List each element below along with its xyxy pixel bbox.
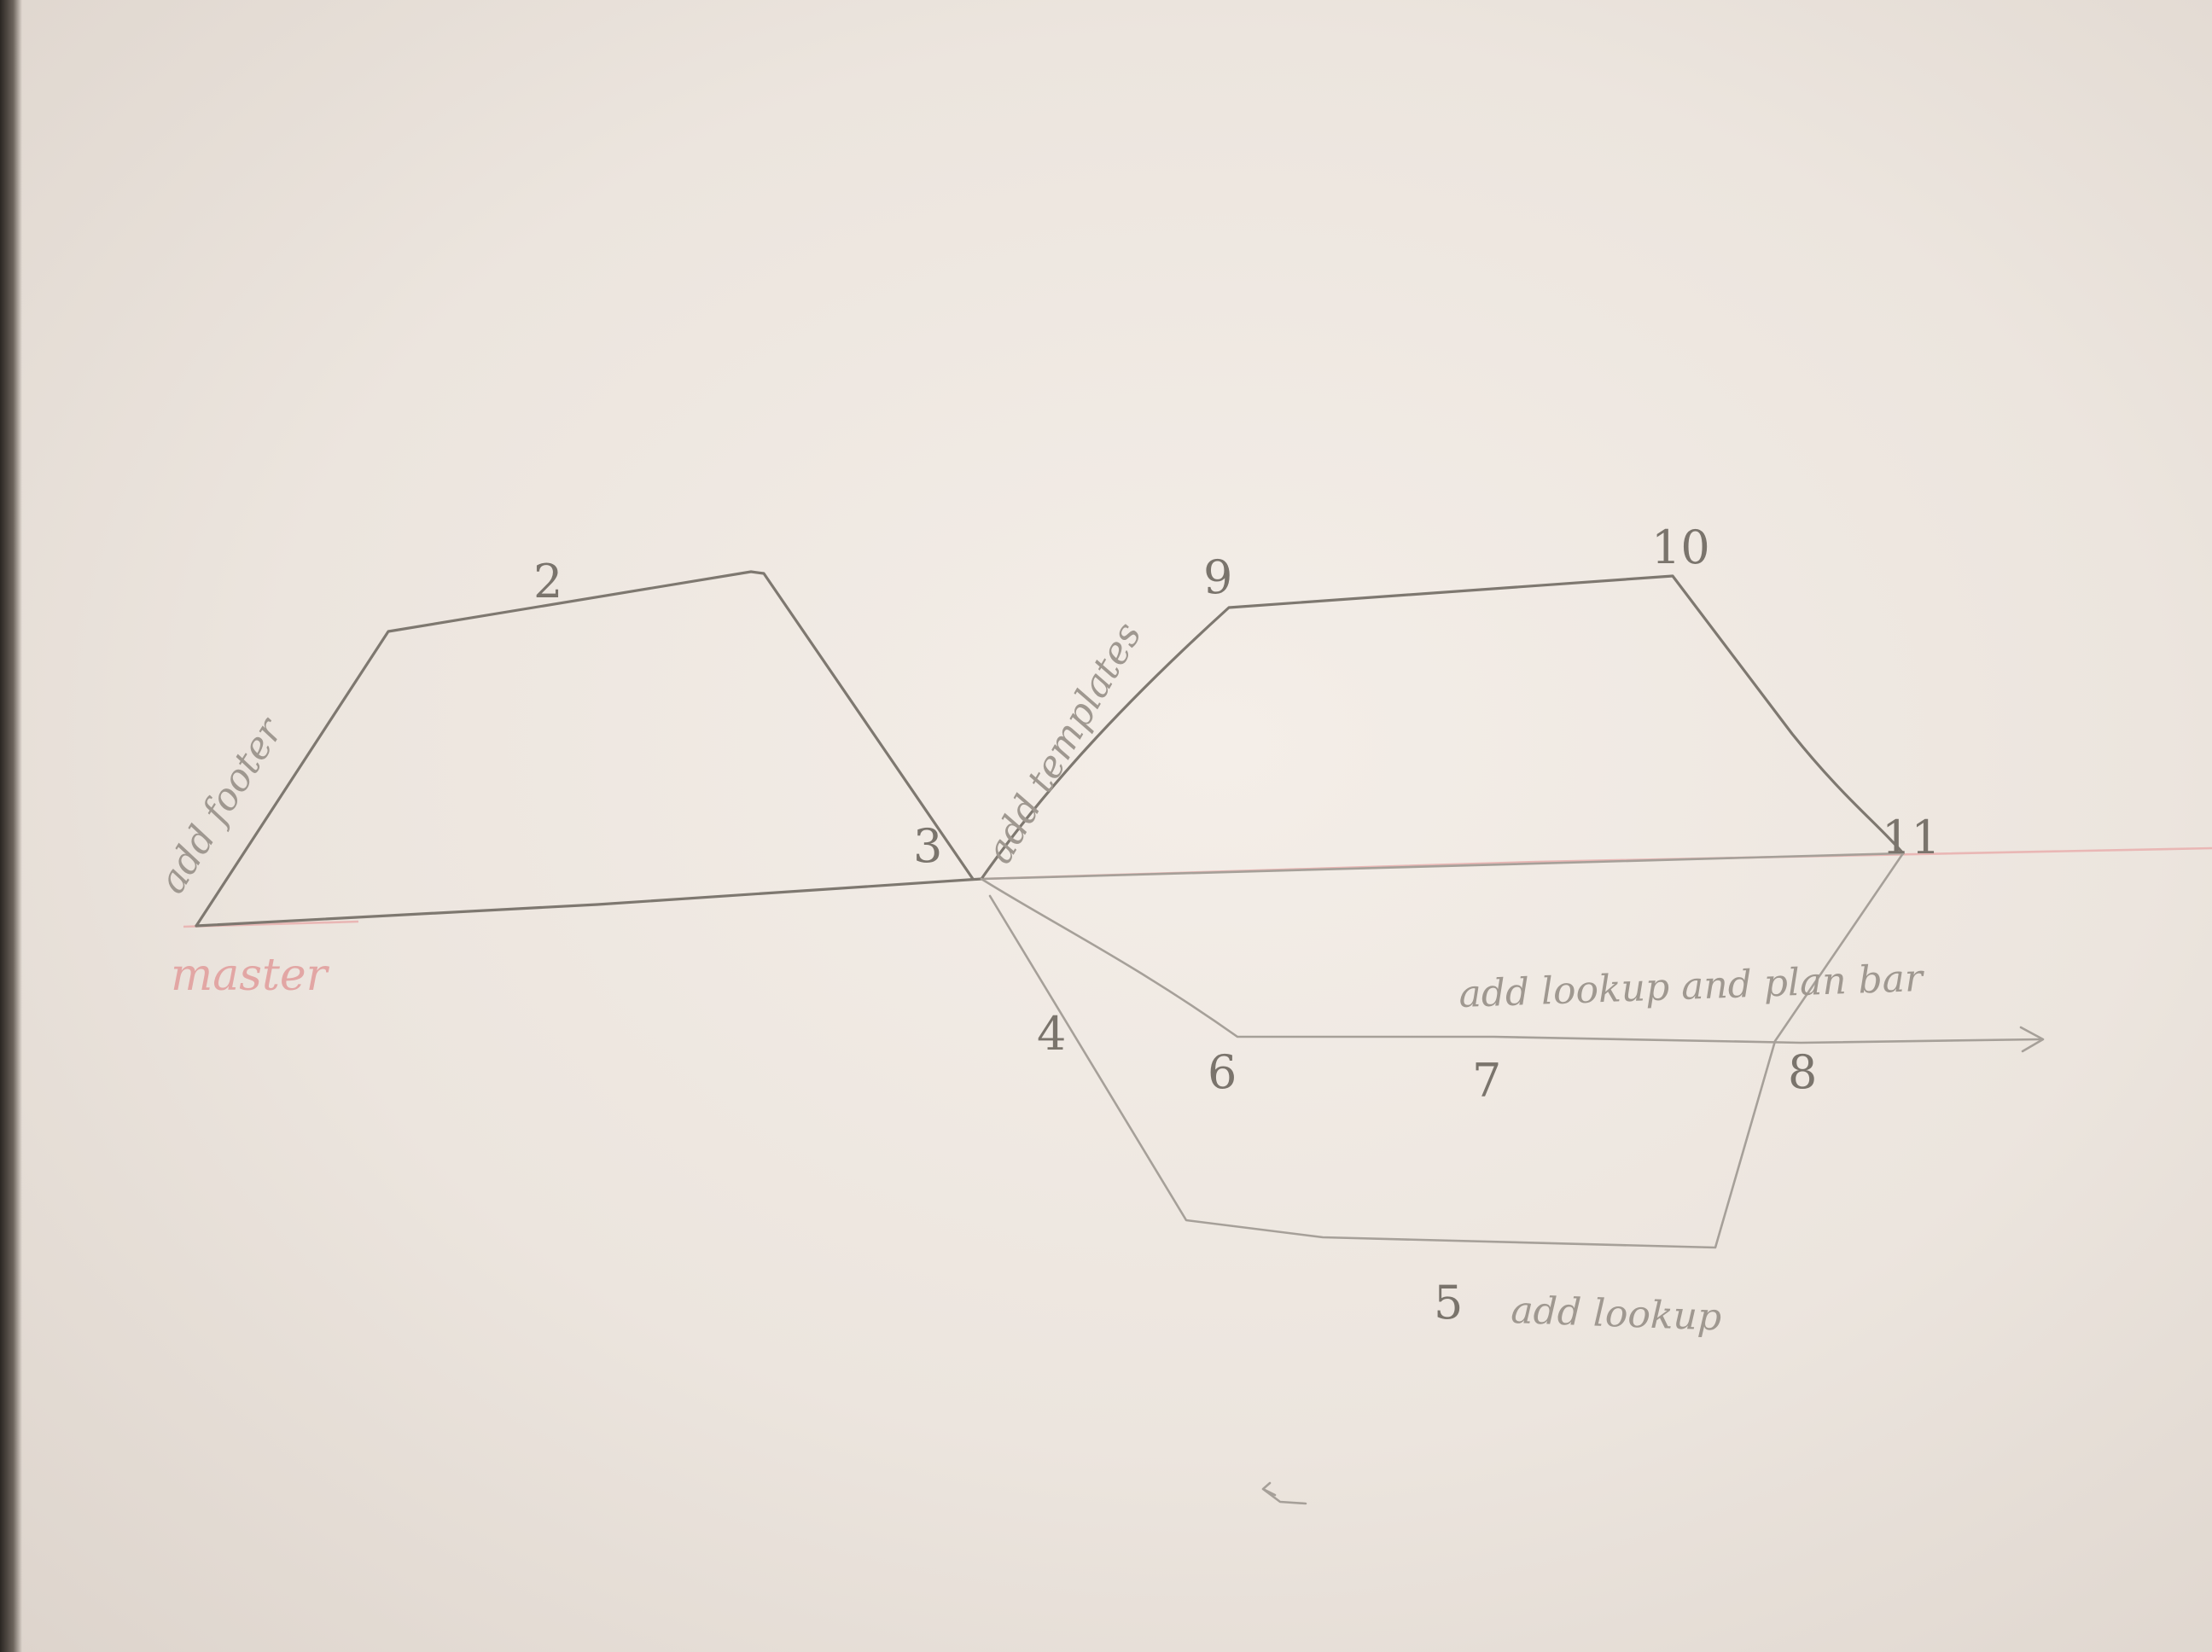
master-label: master [171,950,330,1001]
node-3-label: 3 [913,819,942,873]
node-2-label: 2 [533,555,562,608]
node-9-label: 9 [1203,550,1232,604]
master-trunk [195,877,983,928]
page-edge-shadow [0,0,22,1652]
stray-arrow-mark [1261,1481,1307,1505]
node-11-label: 11 [1882,811,1941,864]
node-10-label: 10 [1651,521,1710,574]
branch-three-arrowhead [2019,1026,2045,1053]
edge-label-add-lookup-and-plan-bar: add lookup and plan bar [1458,957,1926,1016]
edge-label-add-lookup: add lookup [1511,1288,1722,1340]
node-7-label: 7 [1472,1054,1501,1108]
branch-two [980,574,1905,881]
branch-three [980,877,2041,1044]
node-5-label: 5 [1434,1276,1463,1329]
edge-label-add-footer: add footer [150,709,293,901]
edge-label-add-templates: add templates [977,615,1150,871]
node-8-label: 8 [1788,1045,1817,1099]
branch-one [195,570,975,928]
trunk-to-node-11 [980,852,1905,881]
node-4-label: 4 [1037,1007,1066,1061]
branch-four [988,852,1905,1249]
node-6-label: 6 [1208,1045,1237,1099]
